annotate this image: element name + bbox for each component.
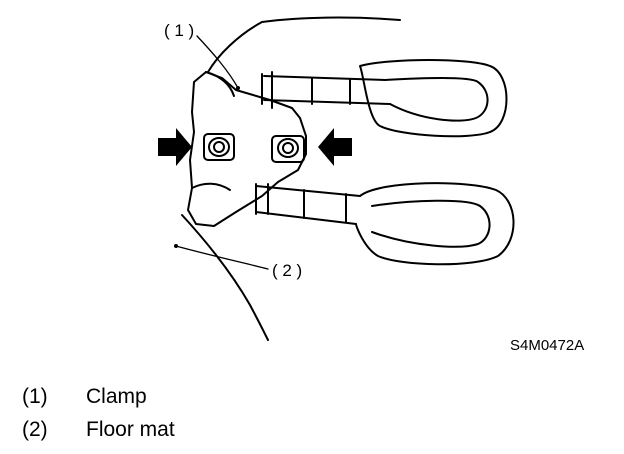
lower-handle-loop <box>355 182 515 266</box>
legend: (1) Clamp (2) Floor mat <box>22 380 175 446</box>
figure-code: S4M0472A <box>510 337 584 354</box>
upper-handle-loop <box>359 59 508 138</box>
callout-leader-2 <box>175 245 269 270</box>
callout-leader-1 <box>196 35 239 89</box>
floor-mat-edge-top <box>261 16 401 23</box>
left-bolt <box>203 133 235 161</box>
floor-mat-edge-left <box>207 21 263 73</box>
upper-tube <box>263 75 391 105</box>
arrow-right-icon <box>158 128 192 166</box>
legend-text: Floor mat <box>86 418 175 441</box>
callout-1: ( 1 ) <box>164 21 194 40</box>
legend-text: Clamp <box>86 385 147 408</box>
clamp-body <box>187 71 307 227</box>
floor-mat-edge-bottom <box>181 214 269 341</box>
callout-2: ( 2 ) <box>272 261 302 280</box>
right-bolt <box>271 135 305 163</box>
legend-number: (2) <box>22 418 48 441</box>
legend-item: (2) Floor mat <box>22 413 175 446</box>
arrow-left-icon <box>318 128 352 166</box>
lower-tube <box>255 185 361 225</box>
legend-item: (1) Clamp <box>22 380 175 413</box>
legend-number: (1) <box>22 385 48 408</box>
